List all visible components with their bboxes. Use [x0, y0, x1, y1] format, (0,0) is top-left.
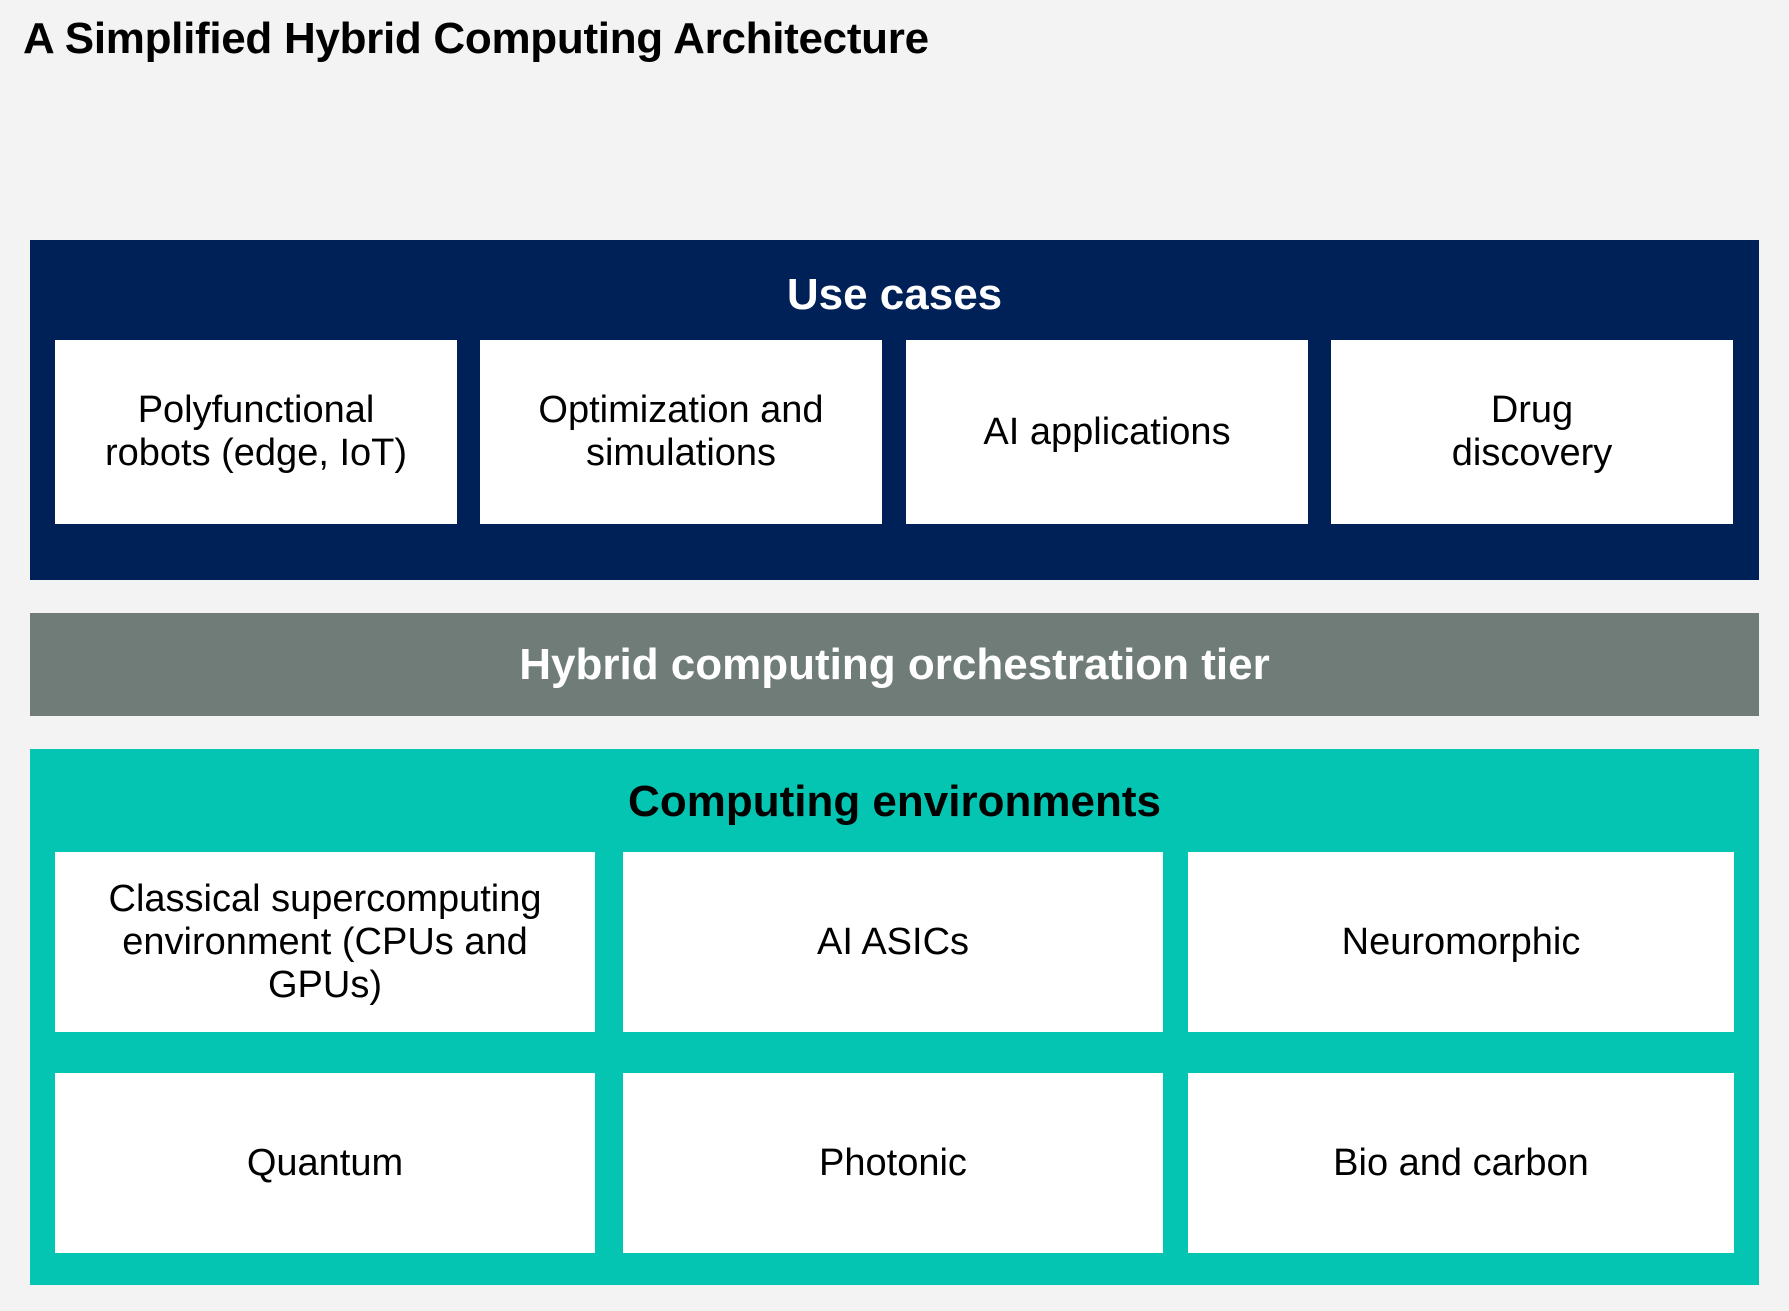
env-label: Neuromorphic: [1341, 920, 1581, 963]
env-label: Photonic: [819, 1141, 967, 1184]
env-ai-asics: AI ASICs: [623, 852, 1163, 1032]
use-case-label: Optimization and simulations: [538, 389, 824, 474]
env-bio-and-carbon: Bio and carbon: [1188, 1073, 1734, 1253]
env-quantum: Quantum: [55, 1073, 595, 1253]
use-case-polyfunctional-robots: Polyfunctional robots (edge, IoT): [55, 340, 457, 524]
use-case-label: Drug discovery: [1451, 389, 1613, 474]
orchestration-tier-label: Hybrid computing orchestration tier: [519, 639, 1270, 689]
env-photonic: Photonic: [623, 1073, 1163, 1253]
use-case-label: Polyfunctional robots (edge, IoT): [104, 389, 408, 474]
use-case-drug-discovery: Drug discovery: [1331, 340, 1733, 524]
page-title: A Simplified Hybrid Computing Architectu…: [23, 14, 929, 63]
env-label: AI ASICs: [816, 920, 970, 963]
env-label: Quantum: [246, 1141, 404, 1184]
use-cases-heading: Use cases: [786, 270, 1003, 319]
env-neuromorphic: Neuromorphic: [1188, 852, 1734, 1032]
env-label: Classical supercomputing environment (CP…: [108, 877, 542, 1006]
use-cases-band: Use cases Polyfunctional robots (edge, I…: [30, 240, 1759, 580]
use-case-label: AI applications: [983, 410, 1231, 453]
computing-environments-heading: Computing environments: [628, 777, 1161, 826]
orchestration-band: Hybrid computing orchestration tier: [30, 613, 1759, 716]
computing-environments-band: Computing environments Classical superco…: [30, 749, 1759, 1285]
use-case-optimization-simulations: Optimization and simulations: [480, 340, 882, 524]
env-classical-supercomputing: Classical supercomputing environment (CP…: [55, 852, 595, 1032]
use-case-ai-applications: AI applications: [906, 340, 1308, 524]
env-label: Bio and carbon: [1333, 1141, 1589, 1184]
